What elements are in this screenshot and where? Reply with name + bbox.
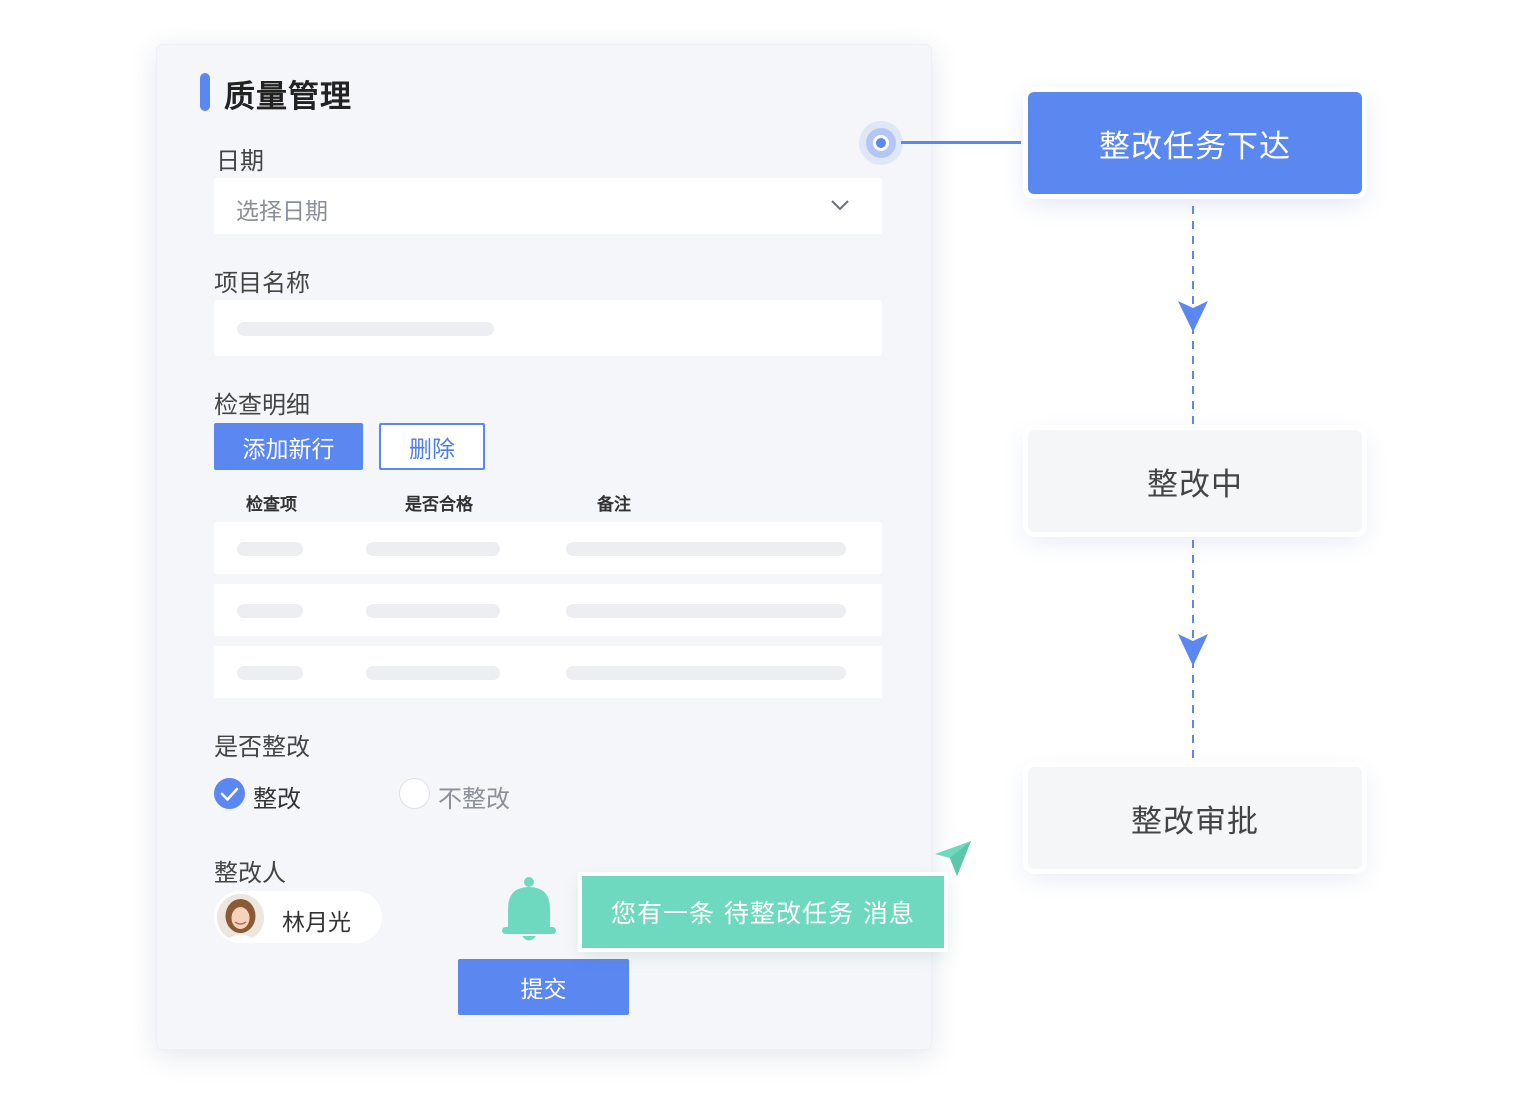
submit-button[interactable]: 提交 xyxy=(458,959,629,1015)
table-cell-placeholder xyxy=(237,666,303,680)
bell-icon xyxy=(502,877,556,941)
notification-toast[interactable]: 您有一条 待整改任务 消息 xyxy=(582,876,944,948)
table-cell-placeholder xyxy=(237,604,303,618)
paper-plane-icon xyxy=(935,841,971,876)
add-row-button[interactable]: 添加新行 xyxy=(214,423,363,470)
flow-step-issue-task[interactable]: 整改任务下达 xyxy=(1028,92,1362,194)
radio-no-rectify-label[interactable]: 不整改 xyxy=(438,785,510,813)
project-name-label: 项目名称 xyxy=(214,269,310,297)
table-cell-placeholder xyxy=(366,666,500,680)
radio-no-rectify[interactable] xyxy=(399,778,430,809)
radio-rectify-label[interactable]: 整改 xyxy=(253,785,301,813)
date-select[interactable] xyxy=(214,178,882,234)
arrow-down-icon xyxy=(1178,301,1208,332)
title-accent-bar xyxy=(200,73,210,111)
inspection-details-label: 检查明细 xyxy=(214,391,310,419)
table-cell-placeholder xyxy=(366,542,500,556)
arrow-down-icon xyxy=(1178,634,1208,666)
flow-arrows xyxy=(1178,206,1208,758)
column-header-item: 检查项 xyxy=(246,495,297,515)
column-header-qualified: 是否合格 xyxy=(405,495,473,515)
flow-connector-line xyxy=(901,141,1021,144)
date-label: 日期 xyxy=(216,147,264,175)
delete-button[interactable]: 删除 xyxy=(379,423,485,470)
table-cell-placeholder xyxy=(237,542,303,556)
table-cell-placeholder xyxy=(566,604,846,618)
flow-step-in-progress[interactable]: 整改中 xyxy=(1028,430,1362,532)
avatar xyxy=(217,894,264,941)
flow-step-approval[interactable]: 整改审批 xyxy=(1028,767,1362,869)
table-cell-placeholder xyxy=(366,604,500,618)
assignee-label: 整改人 xyxy=(214,859,286,887)
table-cell-placeholder xyxy=(566,666,846,680)
column-header-remark: 备注 xyxy=(597,495,631,515)
assignee-name: 林月光 xyxy=(282,910,351,936)
rectify-label: 是否整改 xyxy=(214,733,310,761)
date-placeholder: 选择日期 xyxy=(236,199,328,225)
chevron-down-icon[interactable] xyxy=(829,194,851,216)
project-name-placeholder-bar xyxy=(237,322,494,336)
page-title: 质量管理 xyxy=(224,79,352,115)
radio-rectify[interactable] xyxy=(214,778,245,809)
table-cell-placeholder xyxy=(566,542,846,556)
check-icon xyxy=(220,787,239,801)
timeline-node-dot xyxy=(873,135,889,151)
